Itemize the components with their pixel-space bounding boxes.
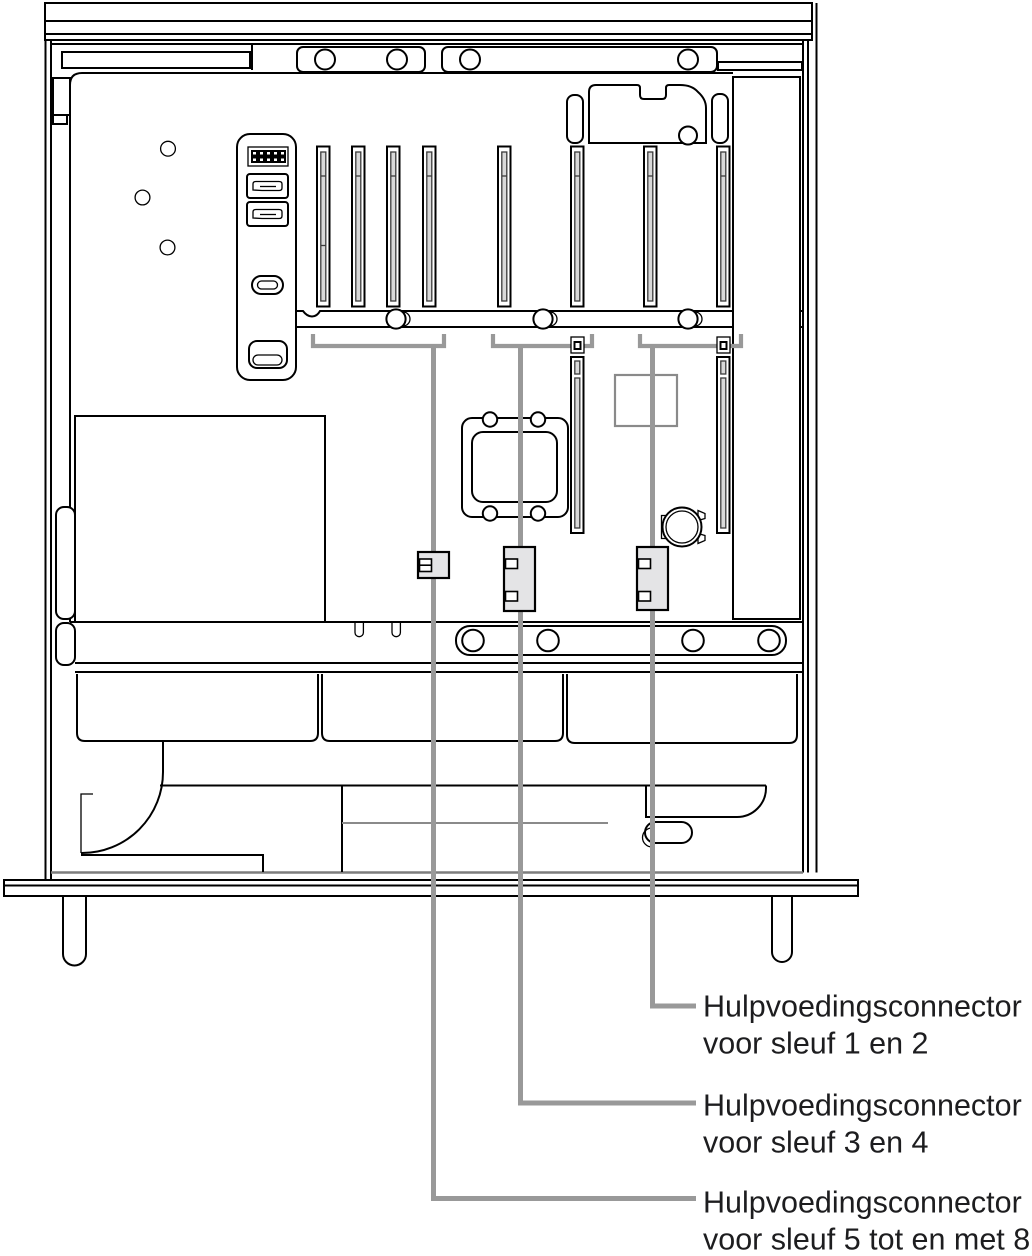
right-foot bbox=[771, 896, 793, 963]
pcie-slot bbox=[716, 145, 731, 308]
notched-bracket-component bbox=[566, 84, 729, 146]
pcie-slot bbox=[316, 145, 331, 308]
pcie-slot bbox=[386, 145, 401, 308]
screw-hole bbox=[681, 628, 705, 653]
chip-outline bbox=[613, 373, 679, 428]
fan-bay bbox=[566, 674, 798, 744]
slot-rail bbox=[295, 308, 802, 330]
internal-ports-panel bbox=[236, 133, 297, 381]
callout-slots-3-4-line2: voor sleuf 3 en 4 bbox=[703, 1126, 929, 1160]
screw bbox=[385, 308, 407, 330]
left-chassis-tab bbox=[55, 622, 76, 666]
mpx-slot bbox=[570, 336, 585, 534]
air-duct bbox=[81, 741, 264, 872]
right-side-panel bbox=[732, 76, 801, 620]
screw-hole bbox=[536, 628, 560, 653]
pcie-slots bbox=[316, 145, 731, 308]
left-chassis-tab bbox=[55, 506, 76, 620]
aux-power-connector-slots-3-4 bbox=[502, 545, 537, 613]
aux-power-connector-slots-1-2 bbox=[635, 545, 670, 612]
board-hole bbox=[134, 189, 151, 206]
power-port-icon bbox=[248, 340, 288, 369]
pcie-slot bbox=[570, 145, 585, 308]
displayport-icon bbox=[246, 173, 289, 199]
pin-grid-port-icon bbox=[247, 146, 289, 167]
fan-bay bbox=[76, 674, 319, 742]
pcie-slot bbox=[422, 145, 437, 308]
bracket-slots-5-8 bbox=[310, 334, 447, 349]
bracket-slots-3-4 bbox=[490, 334, 595, 349]
callout-slots-3-4-line1: Hulpvoedingsconnector bbox=[703, 1089, 1022, 1123]
screw-hole bbox=[677, 48, 699, 71]
top-rail bbox=[61, 44, 803, 73]
screw bbox=[529, 505, 547, 522]
screw bbox=[677, 308, 699, 330]
board-hole bbox=[159, 140, 177, 157]
pcie-slot bbox=[351, 145, 366, 308]
callout-slots-5-8-line2: voor sleuf 5 tot en met 8 bbox=[703, 1223, 1030, 1256]
logic-board bbox=[52, 72, 733, 666]
callout-labels: Hulpvoedingsconnector voor sleuf 1 en 2 … bbox=[703, 990, 1030, 1256]
fan-compartments bbox=[76, 674, 798, 744]
screw bbox=[532, 308, 554, 330]
duct-step bbox=[645, 785, 767, 818]
screw-hole bbox=[459, 48, 481, 71]
screw-hole bbox=[461, 628, 485, 653]
displayport-icon bbox=[246, 201, 289, 227]
usb-c-port-icon bbox=[251, 275, 284, 295]
screw-hole bbox=[386, 48, 408, 71]
screw bbox=[481, 505, 499, 522]
cpu-bracket bbox=[461, 411, 569, 522]
bracket-slots-1-2 bbox=[637, 334, 744, 349]
power-supply-block bbox=[74, 415, 326, 623]
screw bbox=[481, 411, 499, 428]
aux-power-connector-slots-5-8 bbox=[416, 550, 451, 580]
leader-slots-5-8 bbox=[431, 346, 696, 1201]
mpx-slot bbox=[716, 336, 731, 534]
callout-slots-1-2-line1: Hulpvoedingsconnector bbox=[703, 990, 1022, 1024]
left-foot bbox=[62, 896, 87, 967]
fan-bay bbox=[321, 674, 564, 742]
battery-icon bbox=[660, 506, 706, 548]
screw-hole bbox=[678, 125, 698, 146]
slot-group-brackets bbox=[310, 334, 744, 349]
screw-hole bbox=[757, 628, 781, 653]
callout-slots-1-2-line2: voor sleuf 1 en 2 bbox=[703, 1027, 929, 1061]
leader-slots-1-2 bbox=[650, 346, 696, 1009]
bottom-internals bbox=[80, 741, 767, 872]
screw bbox=[529, 411, 547, 428]
board-hole bbox=[159, 239, 176, 256]
pcie-slot bbox=[643, 145, 658, 308]
screw-hole bbox=[314, 48, 336, 71]
callout-slots-5-8-line1: Hulpvoedingsconnector bbox=[703, 1186, 1022, 1220]
pcie-slot bbox=[497, 145, 512, 308]
